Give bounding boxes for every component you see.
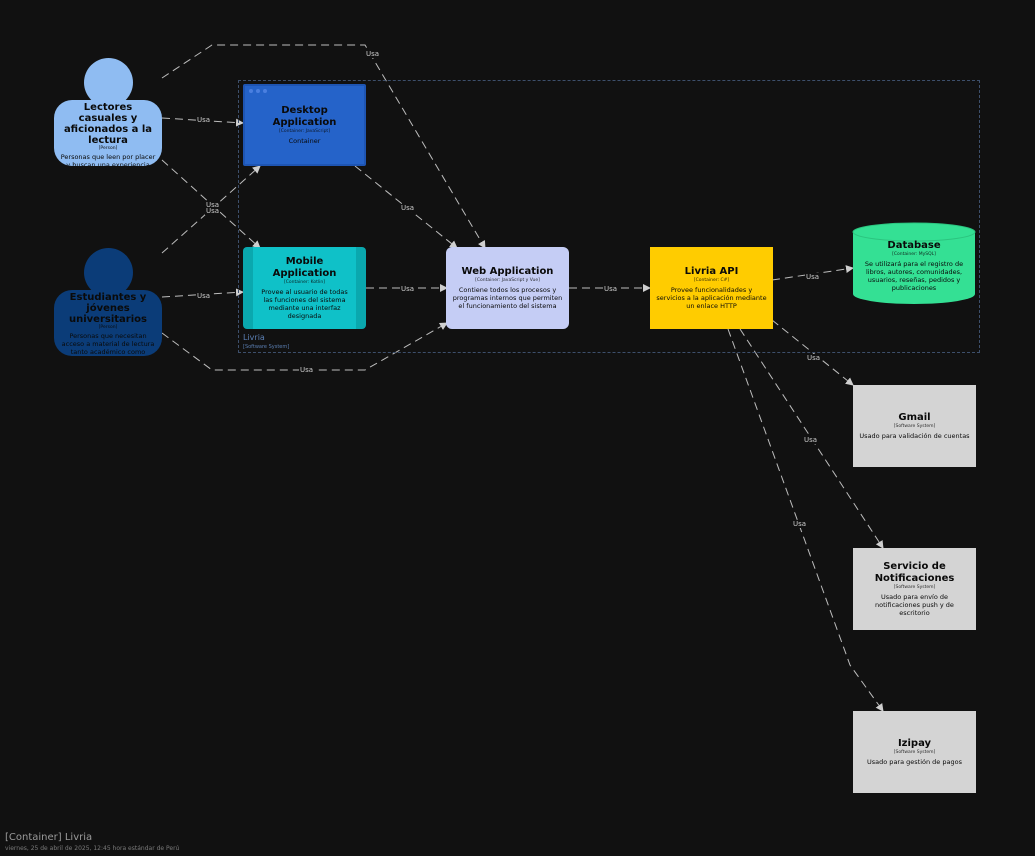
edge-label-api-gmail: Usa [806,354,822,362]
edge-label-lectores-web: Usa [365,50,381,58]
container-description: Se utilizará para el registro de libros,… [864,260,964,292]
system-description: Usado para gestión de pagos [867,758,962,766]
container-desktop-application[interactable]: Desktop Application [Container: JavaScri… [243,84,366,166]
container-description: Contiene todos los procesos y programas … [452,286,563,310]
system-title: Servicio de Notificaciones [874,561,955,584]
edge-label-desktop-web: Usa [400,204,416,212]
person-description: Personas que leen por placer y buscan un… [60,153,156,166]
edge-api-gmail [771,319,854,386]
container-title: Mobile Application [272,256,337,279]
system-title: Gmail [898,412,931,423]
person-body: Estudiantes y jóvenes universitarios [Pe… [54,290,162,356]
system-gmail[interactable]: Gmail [Software System] Usado para valid… [853,385,976,467]
edge-lectores-web [161,44,486,249]
container-type: [Container: MySQL] [892,252,936,257]
system-type: [Software System] [893,750,936,755]
system-servicio-notificaciones[interactable]: Servicio de Notificaciones [Software Sys… [853,548,976,630]
container-title: Database [887,240,941,251]
edge-label-lectores-mobile: Usa [205,201,221,209]
database-label: Database [Container: MySQL] Se utilizará… [852,238,976,300]
container-mobile-application[interactable]: Mobile Application [Container: Kotlin] P… [243,247,366,329]
edge-estudiantes-web [161,322,448,371]
boundary-name: Livria [243,333,265,342]
edge-label-web-api: Usa [603,285,619,293]
container-description: Container [288,137,321,145]
container-type: [Container: JavaScript] [279,129,330,134]
livria-system-boundary: Livria [Software System] [238,80,980,353]
container-description: Provee funcionalidades y servicios a la … [656,286,767,310]
edge-label-estudiantes-web: Usa [299,366,315,374]
container-title: Desktop Application [272,105,337,128]
edge-api-izipay [727,328,884,712]
system-description: Usado para validación de cuentas [859,432,970,440]
system-title: Izipay [897,738,932,749]
edge-label-estudiantes-desktop: Usa [205,207,221,215]
container-title: Livria API [684,266,739,277]
container-type: [Container: C#] [693,278,730,283]
person-head-icon [84,58,133,107]
person-type: [Person] [98,325,118,330]
system-description: Usado para envío de notificaciones push … [875,593,954,617]
container-title: Web Application [461,266,554,277]
container-web-application[interactable]: Web Application [Container: JavaScript y… [446,247,569,329]
person-title: Lectores casuales y aficionados a la lec… [63,102,153,146]
person-body: Lectores casuales y aficionados a la lec… [54,100,162,166]
diagram-date: viernes, 25 de abril de 2025, 12:45 hora… [5,845,180,852]
edge-label-lectores-desktop: Usa [196,116,212,124]
person-type: [Person] [98,146,118,151]
system-type: [Software System] [893,585,936,590]
container-description: Provee al usuario de todas las funciones… [261,288,348,320]
edge-label-api-izipay: Usa [792,520,808,528]
container-type: [Container: Kotlin] [284,280,325,285]
edge-label-api-notificaciones: Usa [803,436,819,444]
system-izipay[interactable]: Izipay [Software System] Usado para gest… [853,711,976,793]
window-dots-icon [249,89,267,93]
container-livria-api[interactable]: Livria API [Container: C#] Provee funcio… [650,247,773,329]
system-type: [Software System] [893,424,936,429]
diagram-title: [Container] Livria [5,832,93,843]
person-title: Estudiantes y jóvenes universitarios [69,292,147,325]
boundary-type: [Software System] [243,344,290,350]
container-type: [Container: JavaScript y Vue] [475,278,540,283]
edge-label-api-database: Usa [805,273,821,281]
edge-label-mobile-web: Usa [400,285,416,293]
person-head-icon [84,248,133,297]
person-description: Personas que necesitan acceso a material… [61,332,155,356]
edge-label-estudiantes-mobile: Usa [196,292,212,300]
database-cylinder-icon [852,222,976,304]
